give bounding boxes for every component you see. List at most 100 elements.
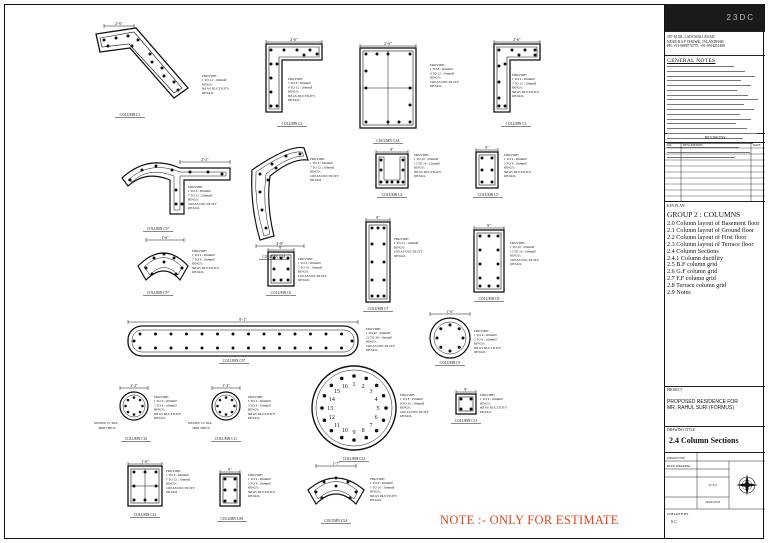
column-label: COLUMN C3: [506, 122, 527, 126]
rebar: [224, 396, 228, 399]
rebar-spec-line: 10Ø AS DUCTILITY: [188, 202, 218, 206]
rebar: [260, 208, 264, 212]
rebar: [435, 336, 439, 340]
rebar-spec-line: 1 TO 8 : 25mmØ: [400, 397, 423, 401]
rebar: [401, 168, 405, 172]
rebar: [382, 294, 386, 298]
dimension-text: 9": [228, 467, 232, 472]
dimension-text: 9": [390, 147, 394, 152]
rebar: [376, 226, 380, 230]
rebar: [503, 104, 507, 108]
rebar: [382, 260, 386, 264]
rebar: [258, 172, 262, 176]
rebar: [496, 276, 500, 280]
rebar-number: 2: [362, 384, 365, 390]
rebar: [382, 278, 386, 282]
rebar: [381, 418, 386, 423]
rebar-number: 7: [369, 423, 372, 429]
dimension-text: 1'-2": [130, 383, 138, 388]
rebar: [401, 158, 405, 162]
column-label: COLUMN CB1: [220, 517, 243, 521]
rebar: [490, 180, 494, 184]
rebar: [487, 284, 491, 288]
sheet-list-item: 2.4 Column Sections: [667, 247, 719, 255]
rebar-spec-line: 1 TO 4 : 20mmØ: [154, 399, 177, 403]
general-note-line: [667, 85, 752, 88]
rebar: [233, 477, 237, 481]
rebar: [340, 332, 343, 336]
column-label: COLUMN C7: [368, 307, 389, 311]
dimension-text: 1'-6": [161, 235, 169, 240]
rebar-spec-line: 8Ø AS DUCTILITY: [154, 412, 182, 416]
rebar: [324, 346, 328, 350]
rebar-spec-line: RINGS:: [504, 166, 515, 170]
rebar: [478, 262, 482, 266]
dimension-text: 2'-3": [201, 157, 209, 162]
rebar: [329, 428, 334, 433]
rebar: [233, 488, 237, 492]
rebar: [231, 346, 235, 350]
rebar: [269, 90, 273, 94]
rebar-number: 11: [334, 423, 340, 429]
sheet-list-item: 2.5 B.F column grid: [667, 261, 718, 269]
rebar: [270, 162, 274, 166]
column-label: COLUMN C8: [479, 297, 500, 301]
rebar: [381, 393, 386, 398]
rebar-spec-line: DETAIL: [192, 270, 204, 274]
rebar: [295, 48, 299, 52]
rebar-spec-line: 7 TO 12 : 16mmØ: [166, 477, 191, 481]
rebar-number: 15: [334, 389, 340, 395]
rebar: [497, 64, 501, 68]
rebar-spec-line: 5 TO 8 : 16mmØ: [504, 161, 527, 165]
rebar: [269, 104, 273, 108]
sheet-list-item: 2.3 Column layout of Terrace floor: [667, 240, 754, 248]
rebar-number: 6: [375, 415, 378, 421]
rebar: [339, 435, 344, 440]
rebar-spec-line: DETAIL: [414, 174, 426, 178]
rebar: [386, 52, 390, 56]
rebar: [247, 346, 250, 350]
rebar-spec-line: DETAIL: [370, 498, 382, 502]
drawn-by-value: RIYA SHARMA: [667, 464, 691, 468]
rebar: [397, 120, 401, 124]
rebar: [233, 404, 236, 408]
rebar-spec-line: RINGS:: [310, 170, 321, 174]
rebar: [302, 53, 306, 57]
rebar: [128, 178, 132, 182]
dimension-text: 1'-2": [222, 383, 230, 388]
rebar-spec-line: 7 TO 8 : 16mmØ: [192, 257, 215, 261]
rebar-spec-line: DETAIL: [248, 416, 260, 420]
rebar: [308, 48, 312, 52]
rebar: [126, 34, 130, 38]
key-plan-label: KEY PLAN: [667, 204, 685, 208]
rebar-spec-line: 1 TO 20 : 20mmØ: [366, 331, 391, 335]
rebar: [459, 407, 463, 411]
rebar-spec-line: RINGS:: [248, 408, 259, 412]
project-box: PROJECT PROPOSED RESIDENCE FOR MR. RAHUL…: [665, 387, 765, 427]
rebar-spec-line: RINGS:: [480, 401, 491, 405]
rebar-spec-line: 10Ø AS DUCTILITY: [510, 258, 540, 262]
rebar-spec-line: 10Ø AS DUCTILITY: [166, 486, 196, 490]
rebar: [278, 346, 281, 350]
rebar-spec-line: 1 TO 4 : 20mmØ: [248, 477, 271, 481]
rebar: [247, 332, 250, 336]
rebar-spec-line: DETAIL: [400, 414, 412, 418]
rebar-spec-line: 1 TO 6 : 20mmØ: [192, 253, 215, 257]
firm-logo: 23DC: [665, 4, 765, 32]
rebar-spec-line: 8Ø AS DUCTILITY: [248, 490, 276, 494]
rebar: [170, 168, 174, 172]
rev-header-description: DESCRIPTION: [683, 143, 703, 147]
rebar: [293, 332, 297, 336]
rebar: [374, 428, 379, 433]
rebar: [275, 104, 279, 108]
key-plan: KEY PLAN GROUP 2 : COLUMNS 2.0 Column la…: [665, 202, 765, 387]
rebar-spec-line: DETAIL: [504, 174, 516, 178]
rebar: [185, 332, 188, 336]
rebar-spec-line: 9 TO 12 : 16mmØ: [430, 71, 455, 75]
rebar: [154, 470, 158, 474]
rebar: [154, 164, 158, 168]
rebar-spec-line: 1 TO 10 : 20mmØ: [510, 245, 535, 249]
rebar: [448, 323, 452, 327]
